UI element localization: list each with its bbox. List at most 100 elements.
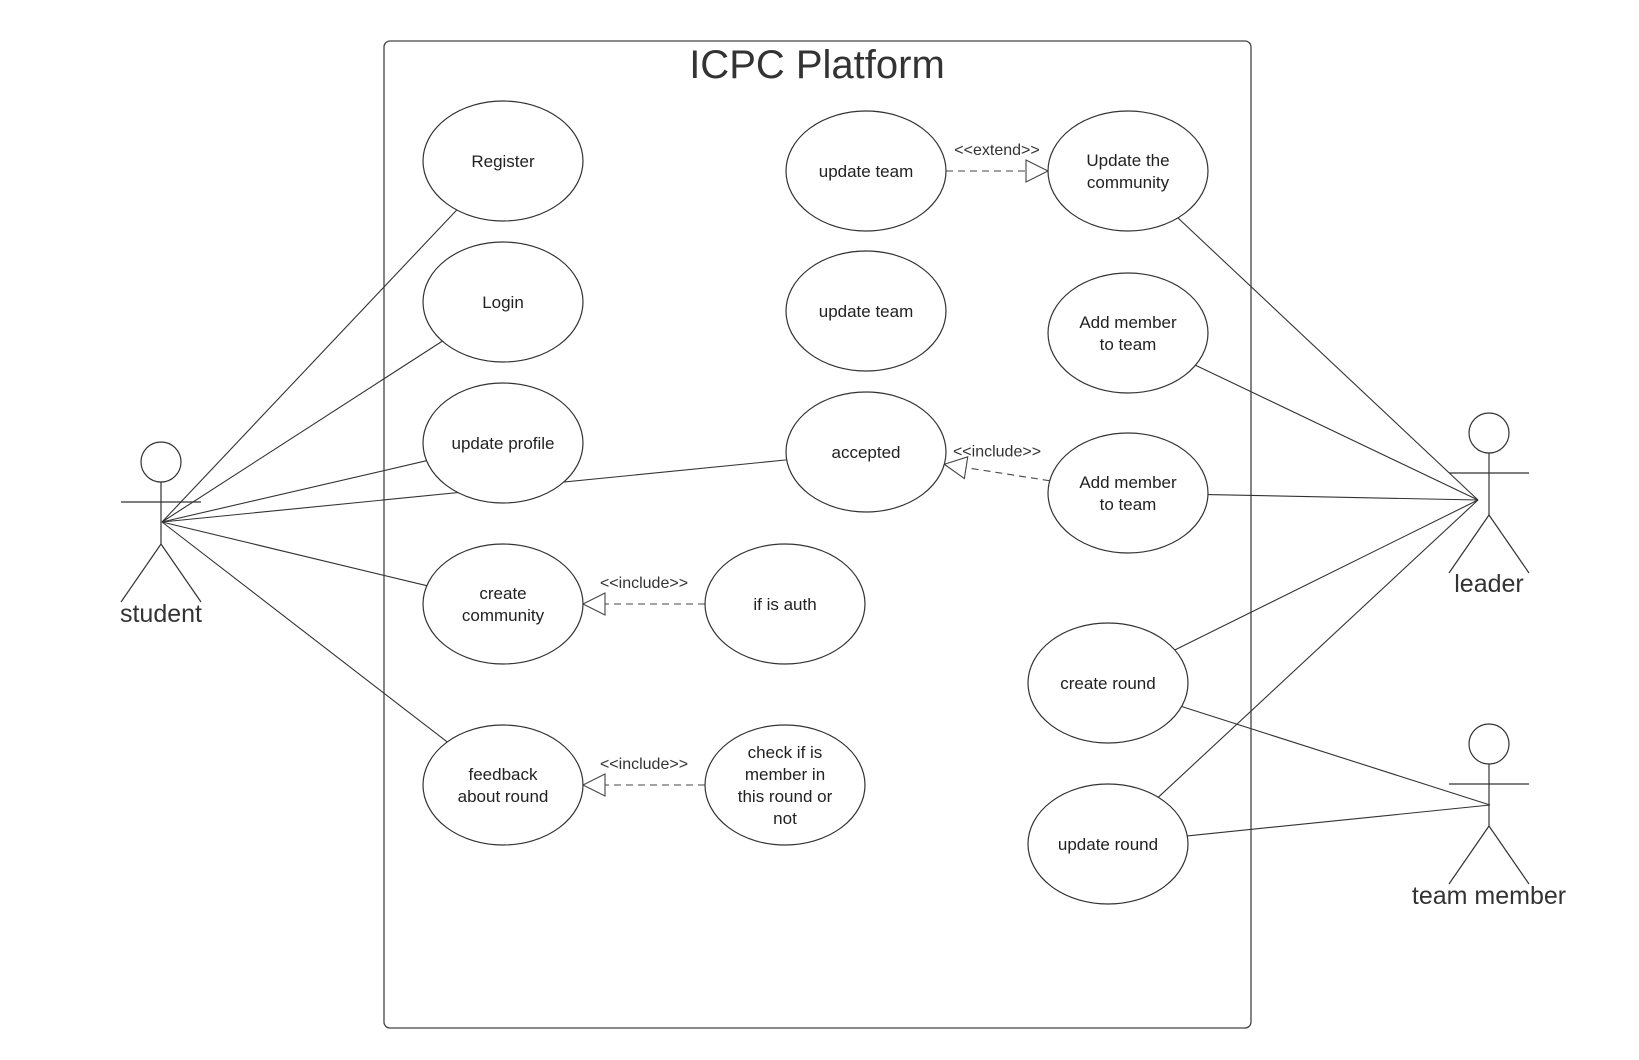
actor-label: student bbox=[120, 600, 202, 628]
dependency-arrowhead bbox=[581, 773, 606, 797]
use-case-feedback_round: feedback about round bbox=[422, 724, 584, 846]
actor-label: leader bbox=[1454, 570, 1524, 598]
association-student-register bbox=[161, 209, 458, 523]
dependency-label: <<include>> bbox=[600, 575, 688, 592]
use-case-label: to team bbox=[1100, 335, 1157, 354]
association-team_member-update_round bbox=[1187, 804, 1491, 837]
use-case-ellipse bbox=[704, 724, 866, 846]
use-case-accepted: accepted bbox=[785, 391, 947, 513]
association-student-feedback_round bbox=[161, 521, 448, 743]
actor-left-leg bbox=[1448, 825, 1490, 885]
use-case-ellipse bbox=[785, 110, 947, 232]
dependency-lines: <<extend>> <<include>> <<include>> <<includ… bbox=[581, 142, 1050, 797]
use-case-label: accepted bbox=[832, 443, 901, 462]
association-team_member-create_round bbox=[1181, 705, 1491, 806]
use-case-add_member_2: Add member to team bbox=[1047, 432, 1209, 554]
use-case-label: update profile bbox=[451, 434, 554, 453]
use-case-ellipse bbox=[1027, 783, 1189, 905]
actor-label: team member bbox=[1412, 882, 1566, 910]
use-case-label: Login bbox=[482, 293, 524, 312]
actor-right-leg bbox=[1488, 825, 1530, 885]
dependency-check_member-feedback_round: <<include>> bbox=[581, 756, 705, 797]
actor-leader: leader bbox=[1448, 412, 1530, 598]
use-case-label: Register bbox=[471, 152, 535, 171]
actor-left-leg bbox=[1448, 514, 1490, 574]
actor-head bbox=[140, 441, 182, 483]
use-case-if_auth: if is auth bbox=[704, 543, 866, 665]
dependency-line bbox=[965, 467, 1050, 482]
association-leader-update_round bbox=[1157, 499, 1479, 798]
actor-student: student bbox=[120, 441, 202, 628]
use-case-label: community bbox=[462, 606, 545, 625]
use-case-update_round: update round bbox=[1027, 783, 1189, 905]
use-case-ellipse bbox=[1047, 432, 1209, 554]
system-title: ICPC Platform bbox=[689, 43, 945, 87]
dependency-label: <<extend>> bbox=[954, 142, 1039, 159]
use-case-label: feedback bbox=[469, 765, 538, 784]
association-student-login bbox=[161, 340, 443, 523]
use-case-ellipse bbox=[1047, 272, 1209, 394]
use-case-register: Register bbox=[422, 100, 584, 222]
association-lines bbox=[161, 209, 1491, 837]
association-leader-add_member_2 bbox=[1207, 494, 1479, 501]
use-case-create_round: create round bbox=[1027, 622, 1189, 744]
use-case-ellipse bbox=[785, 391, 947, 513]
use-case-update_team_1: update team bbox=[785, 110, 947, 232]
use-case-label: create round bbox=[1060, 674, 1155, 693]
use-case-label: Update the bbox=[1086, 151, 1169, 170]
use-case-update_profile: update profile bbox=[422, 382, 584, 504]
actor-head bbox=[1468, 723, 1510, 765]
use-case-ellipse bbox=[704, 543, 866, 665]
use-case-ellipse bbox=[785, 250, 947, 372]
use-case-update_community: Update the community bbox=[1047, 110, 1209, 232]
use-case-create_community: create community bbox=[422, 543, 584, 665]
use-case-label: Add member bbox=[1079, 473, 1177, 492]
use-case-ellipse bbox=[422, 724, 584, 846]
use-case-label: Add member bbox=[1079, 313, 1177, 332]
use-case-ellipse bbox=[422, 100, 584, 222]
dependency-arrowhead bbox=[581, 592, 606, 616]
dependency-if_auth-create_community: <<include>> bbox=[581, 575, 705, 616]
dependency-update_team_1-update_community: <<extend>> bbox=[946, 142, 1050, 183]
use-case-label: to team bbox=[1100, 495, 1157, 514]
dependency-arrowhead bbox=[1025, 159, 1050, 183]
use-case-ellipse bbox=[422, 241, 584, 363]
association-leader-add_member_1 bbox=[1195, 364, 1479, 501]
actor-team_member: team member bbox=[1412, 723, 1566, 910]
use-case-label: this round or bbox=[738, 787, 833, 806]
use-case-login: Login bbox=[422, 241, 584, 363]
use-case-label: not bbox=[773, 809, 797, 828]
actor-head bbox=[1468, 412, 1510, 454]
use-case-label: update team bbox=[819, 302, 914, 321]
dependency-label: <<include>> bbox=[953, 444, 1041, 461]
use-case-ellipse bbox=[422, 382, 584, 504]
actor-left-leg bbox=[120, 543, 162, 603]
use-case-label: community bbox=[1087, 173, 1170, 192]
association-student-update_profile bbox=[161, 460, 427, 523]
use-case-label: check if is bbox=[748, 743, 823, 762]
dependency-add_member_2-accepted: <<include>> bbox=[943, 444, 1050, 482]
system-boundary bbox=[383, 40, 1252, 1029]
use-case-check_member: check if is member in this round or not bbox=[704, 724, 866, 846]
use-case-label: member in bbox=[745, 765, 825, 784]
use-case-ellipse bbox=[1047, 110, 1209, 232]
use-case-add_member_1: Add member to team bbox=[1047, 272, 1209, 394]
use-case-label: about round bbox=[458, 787, 549, 806]
use-case-label: update round bbox=[1058, 835, 1158, 854]
use-case-ellipse bbox=[422, 543, 584, 665]
actors: student leader team member bbox=[120, 412, 1566, 910]
dependency-arrowhead bbox=[943, 455, 969, 480]
actor-right-leg bbox=[1488, 514, 1530, 574]
dependency-label: <<include>> bbox=[600, 756, 688, 773]
use-case-update_team_2: update team bbox=[785, 250, 947, 372]
association-leader-create_round bbox=[1174, 499, 1479, 651]
use-case-label: update team bbox=[819, 162, 914, 181]
use-case-ellipse bbox=[1027, 622, 1189, 744]
actor-right-leg bbox=[160, 543, 202, 603]
use-case-label: create bbox=[479, 584, 526, 603]
use-case-label: if is auth bbox=[753, 595, 816, 614]
association-leader-update_community bbox=[1177, 217, 1479, 501]
association-student-create_community bbox=[161, 521, 427, 587]
